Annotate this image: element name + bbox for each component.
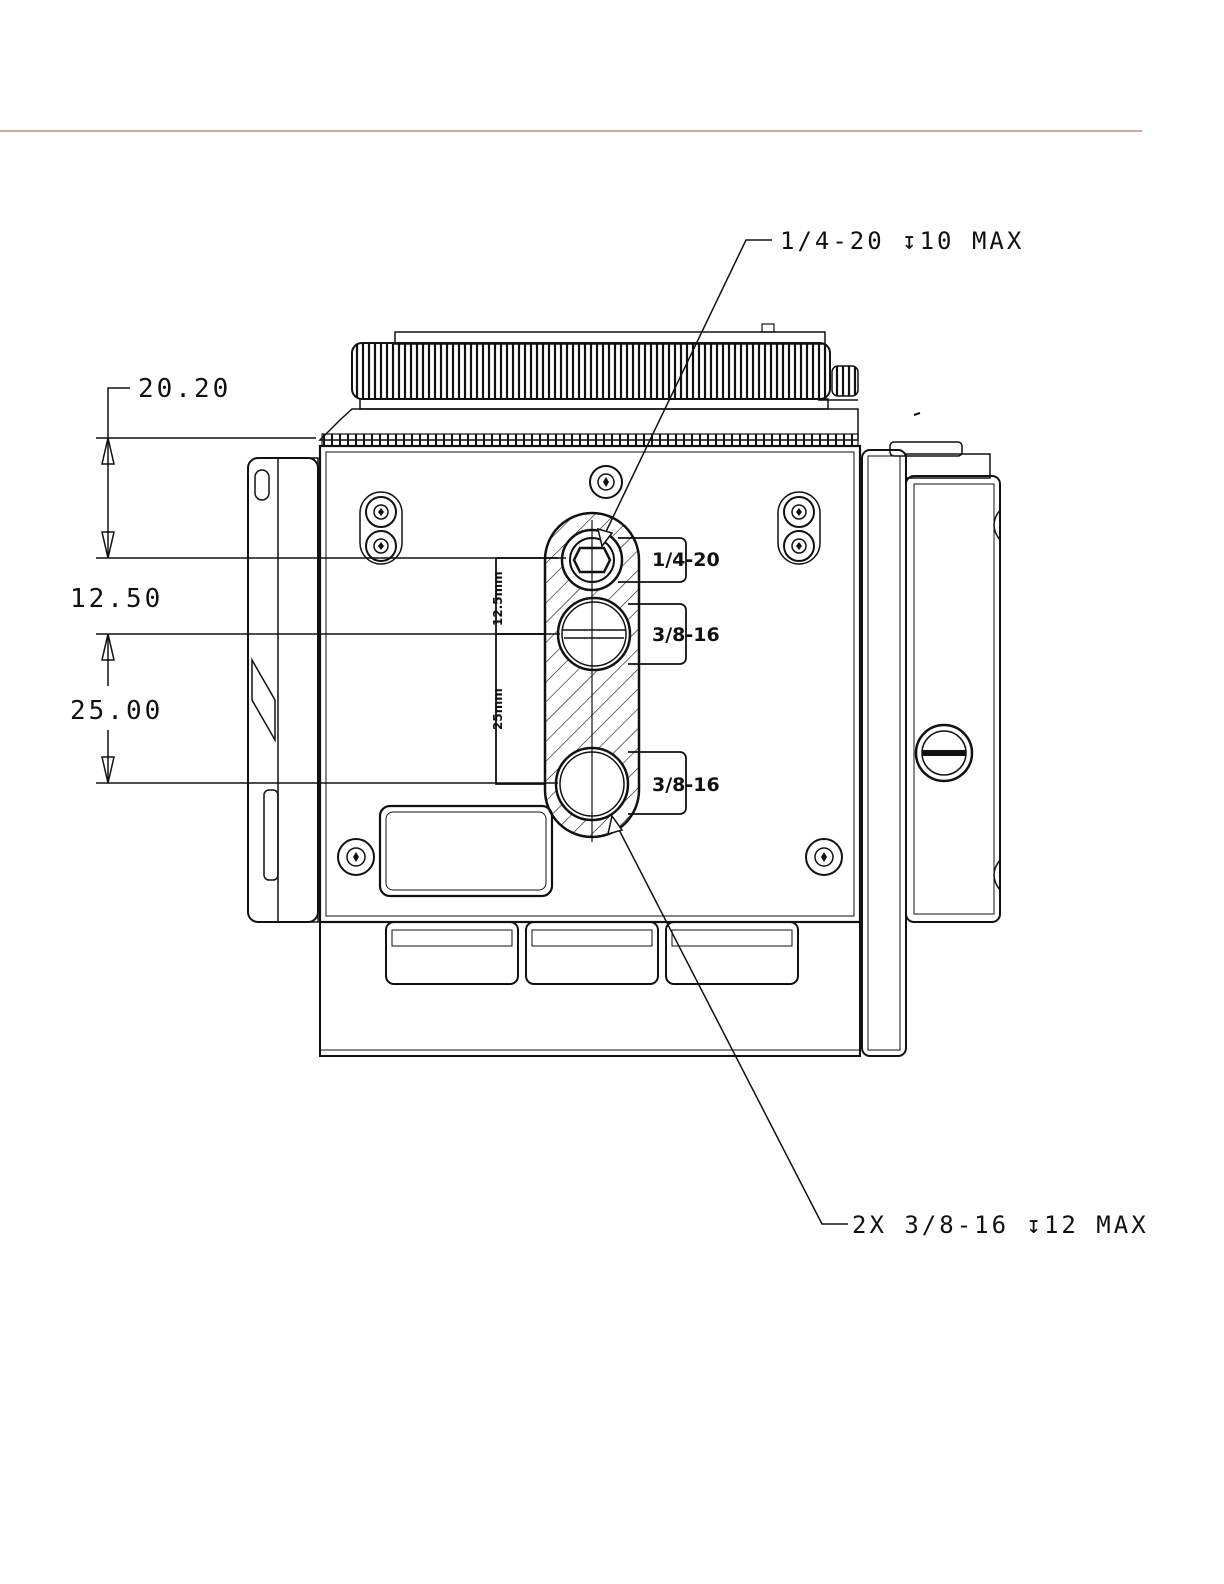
plate-label-spacing-large: 25mm xyxy=(491,688,505,730)
plate-label-hole-2: 3/8-16 xyxy=(652,624,720,646)
callout-lower: 2X 3/8-16 ↧12 MAX xyxy=(852,1211,1149,1239)
plate-label-hole-1: 1/4-20 xyxy=(652,549,720,571)
dimension-middle: 12.50 xyxy=(70,584,163,614)
plate-label-hole-3: 3/8-16 xyxy=(652,774,720,796)
lens-mount xyxy=(320,324,858,440)
dimension-top: 20.20 xyxy=(138,374,231,404)
plate-label-spacing-small: 12.5mm xyxy=(491,571,505,626)
top-tooth-strip xyxy=(322,434,858,446)
dimension-bottom: 25.00 xyxy=(70,696,163,726)
callout-upper: 1/4-20 ↧10 MAX xyxy=(780,227,1024,255)
